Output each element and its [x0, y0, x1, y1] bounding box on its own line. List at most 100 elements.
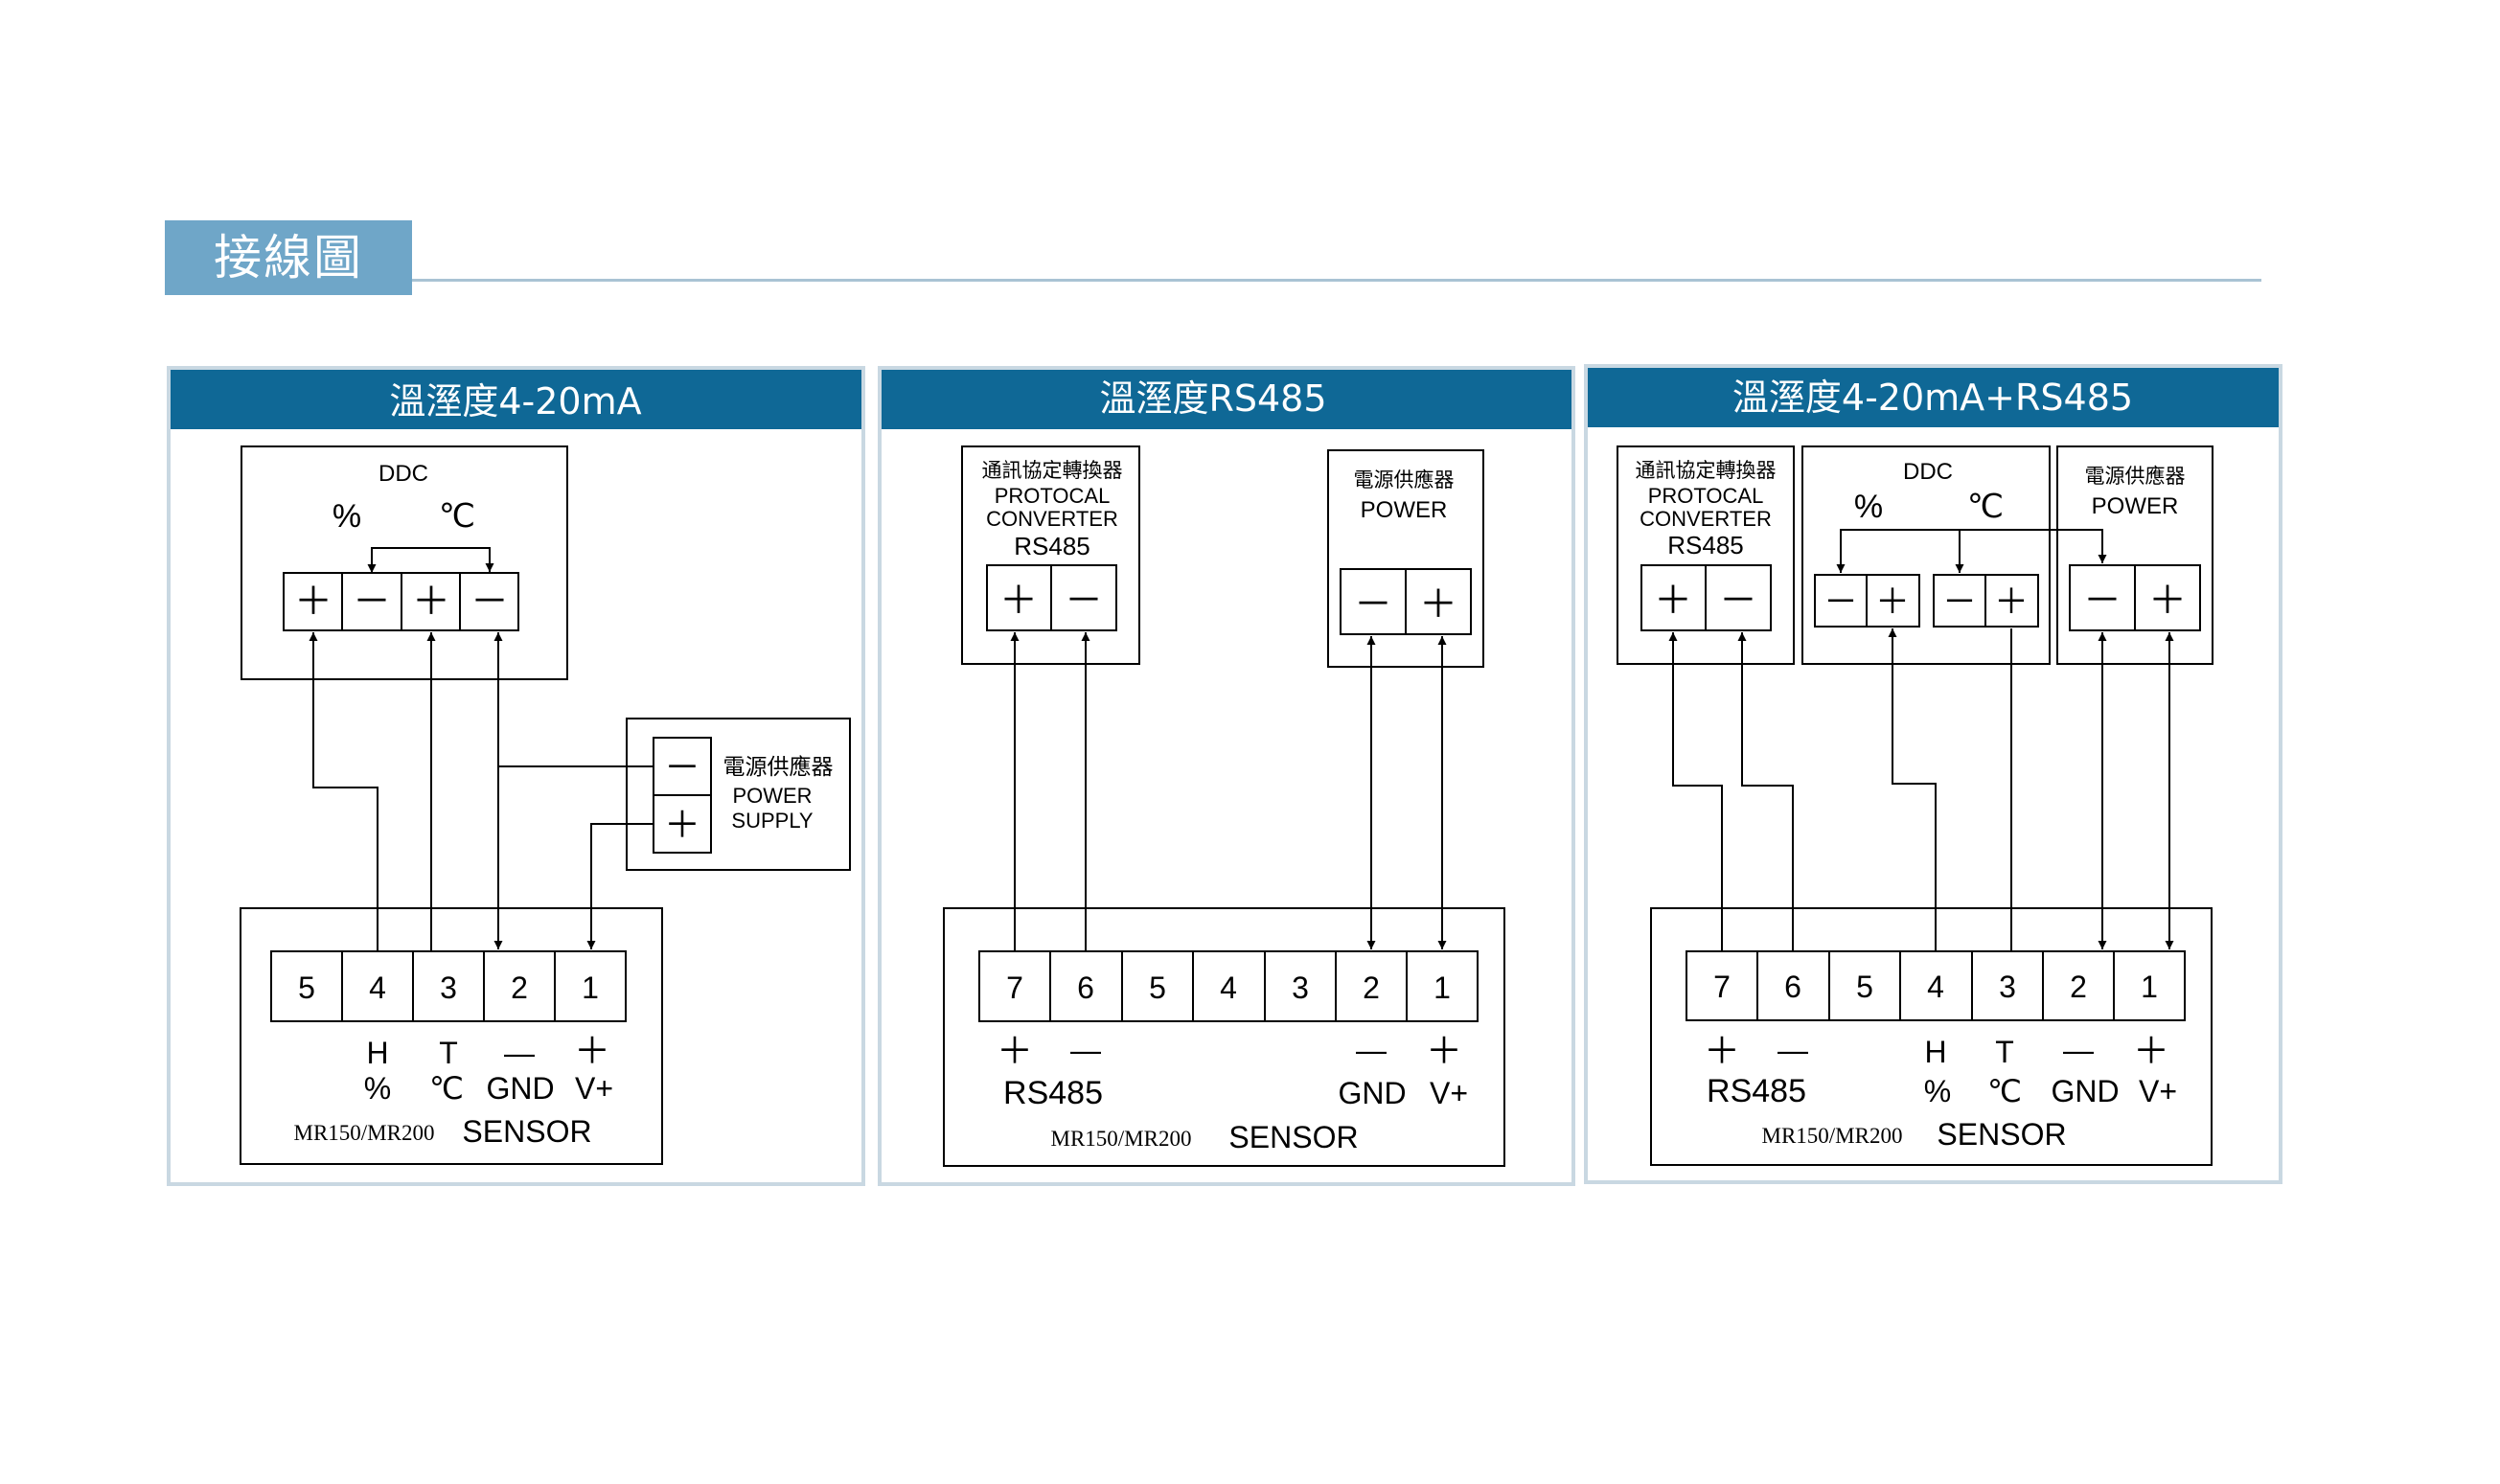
- power-cn-label: 電源供應器: [1354, 468, 1455, 491]
- converter-cn-label: 通訊協定轉換器: [982, 459, 1123, 482]
- sensor-terminal: 4: [1220, 970, 1237, 1005]
- sensor-label-bottom: %: [1924, 1074, 1951, 1108]
- sensor-label-top: —: [2063, 1033, 2094, 1067]
- sensor-terminal: 1: [1433, 970, 1451, 1005]
- sensor-name: SENSOR: [1228, 1120, 1358, 1154]
- converter-box: 通訊協定轉換器 PROTOCAL CONVERTER RS485 ＋ －: [1617, 445, 1795, 665]
- sensor-label-top: ＋: [2133, 1030, 2169, 1072]
- sensor-name: SENSOR: [1937, 1117, 2066, 1152]
- power-terminal: ＋: [664, 804, 700, 846]
- power-cn-label: 電源供應器: [723, 755, 834, 780]
- sensor-terminal: 3: [1999, 970, 2016, 1004]
- percent-label: %: [333, 498, 361, 535]
- panel-title: 溫溼度4-20mA: [389, 380, 641, 422]
- sensor-label-top: T: [439, 1036, 458, 1070]
- sensor-label-bottom: RS485: [1003, 1075, 1103, 1111]
- sensor-label-top: ＋: [997, 1030, 1033, 1072]
- sensor-box: 7 6 5 4 3 2 1 ＋ — — ＋ RS485 GND V+ MR150…: [943, 907, 1505, 1167]
- power-terminal: －: [2083, 579, 2122, 623]
- celsius-label: ℃: [439, 498, 475, 535]
- converter-cn-label: 通訊協定轉換器: [1636, 459, 1777, 482]
- power-terminal: ＋: [2148, 579, 2187, 623]
- sensor-terminal: 6: [1784, 970, 1801, 1004]
- sensor-terminal: 7: [1006, 970, 1023, 1005]
- sensor-label-top: ＋: [1426, 1030, 1462, 1072]
- sensor-box: 5 4 3 2 1 H T — ＋ % ℃ GND V+ MR150/MR200…: [240, 907, 663, 1165]
- power-terminal: －: [1354, 582, 1392, 627]
- converter-terminal: －: [1719, 579, 1757, 623]
- sensor-label-bottom: ℃: [429, 1071, 464, 1106]
- header-divider: [412, 279, 2261, 282]
- sensor-label-top: —: [1356, 1033, 1387, 1067]
- wires: [1010, 632, 1447, 951]
- power-cn-label: 電源供應器: [2085, 465, 2186, 488]
- sensor-terminal: 3: [440, 970, 457, 1005]
- ddc-label: DDC: [378, 461, 428, 487]
- ddc-terminal: ＋: [412, 580, 450, 624]
- sensor-label-bottom: RS485: [1707, 1073, 1806, 1109]
- converter-terminal: ＋: [1654, 579, 1692, 623]
- sensor-label-bottom: V+: [575, 1071, 613, 1106]
- power-terminal: －: [664, 746, 700, 788]
- ddc-terminal: －: [353, 580, 391, 624]
- sensor-label-bottom: GND: [486, 1071, 554, 1106]
- power-label: POWER: [1361, 497, 1448, 523]
- sensor-terminal: 2: [1363, 970, 1380, 1005]
- converter-box: 通訊協定轉換器 PROTOCAL CONVERTER RS485 ＋ －: [961, 445, 1140, 665]
- sensor-label-bottom: GND: [2051, 1074, 2119, 1108]
- sensor-label-bottom: %: [364, 1071, 391, 1106]
- power-supply-label: SUPPLY: [731, 809, 814, 833]
- sensor-label-top: ＋: [574, 1030, 610, 1072]
- ddc-terminal: －: [1823, 582, 1858, 622]
- power-supply-box: － ＋ 電源供應器 POWER SUPPLY: [626, 718, 851, 871]
- converter-terminal: －: [1065, 579, 1103, 623]
- sensor-terminal: 5: [298, 970, 315, 1005]
- sensor-label-bottom: V+: [2139, 1074, 2177, 1108]
- sensor-terminal: 3: [1292, 970, 1309, 1005]
- wires: [1668, 628, 2174, 951]
- page-title: 接線圖: [165, 220, 412, 295]
- converter-label: PROTOCAL: [1648, 484, 1764, 508]
- converter-label: CONVERTER: [986, 507, 1118, 531]
- sensor-label-top: —: [504, 1036, 535, 1070]
- sensor-label-top: ＋: [1704, 1030, 1740, 1072]
- ddc-box: DDC % ℃ ＋ － ＋ －: [241, 445, 568, 680]
- power-label: POWER: [2092, 493, 2179, 519]
- celsius-label: ℃: [1967, 489, 2004, 525]
- wires: [309, 632, 654, 951]
- sensor-terminal: 5: [1856, 970, 1873, 1004]
- panel-title: 溫溼度RS485: [1099, 377, 1326, 420]
- power-terminal: ＋: [1419, 582, 1457, 627]
- sensor-label-bottom: V+: [1430, 1076, 1468, 1110]
- sensor-name: SENSOR: [462, 1114, 591, 1149]
- sensor-model: MR150/MR200: [294, 1121, 435, 1145]
- sensor-model: MR150/MR200: [1051, 1127, 1192, 1151]
- converter-label: CONVERTER: [1640, 507, 1772, 531]
- ddc-terminal: －: [470, 580, 509, 624]
- converter-label: RS485: [1667, 531, 1744, 559]
- converter-label: RS485: [1014, 532, 1090, 560]
- ddc-box: DDC % ℃ － ＋ － ＋: [1801, 445, 2051, 665]
- sensor-terminal: 4: [1927, 970, 1944, 1004]
- ddc-label: DDC: [1903, 459, 1953, 485]
- sensor-terminal: 1: [582, 970, 599, 1005]
- panel-4-20ma: 溫溼度4-20mA DDC % ℃ ＋ － ＋ － － ＋ 電源供應器 POWE…: [167, 366, 865, 1186]
- sensor-label-top: H: [366, 1036, 388, 1070]
- ddc-terminal: ＋: [1875, 582, 1910, 622]
- sensor-terminal: 2: [2070, 970, 2087, 1004]
- power-box: 電源供應器 POWER － ＋: [1327, 449, 1484, 668]
- sensor-label-top: —: [1070, 1033, 1101, 1067]
- sensor-model: MR150/MR200: [1762, 1124, 1903, 1148]
- sensor-terminal: 6: [1077, 970, 1094, 1005]
- converter-terminal: ＋: [999, 579, 1038, 623]
- sensor-label-top: H: [1924, 1035, 1946, 1069]
- power-box: 電源供應器 POWER － ＋: [2056, 445, 2213, 665]
- ddc-terminal: －: [1942, 582, 1977, 622]
- sensor-terminal: 2: [511, 970, 528, 1005]
- panel-title: 溫溼度4-20mA+RS485: [1732, 377, 2133, 419]
- percent-label: %: [1854, 489, 1883, 525]
- sensor-terminal: 1: [2141, 970, 2158, 1004]
- ddc-terminal: ＋: [294, 580, 333, 624]
- sensor-label-top: —: [1778, 1033, 1808, 1067]
